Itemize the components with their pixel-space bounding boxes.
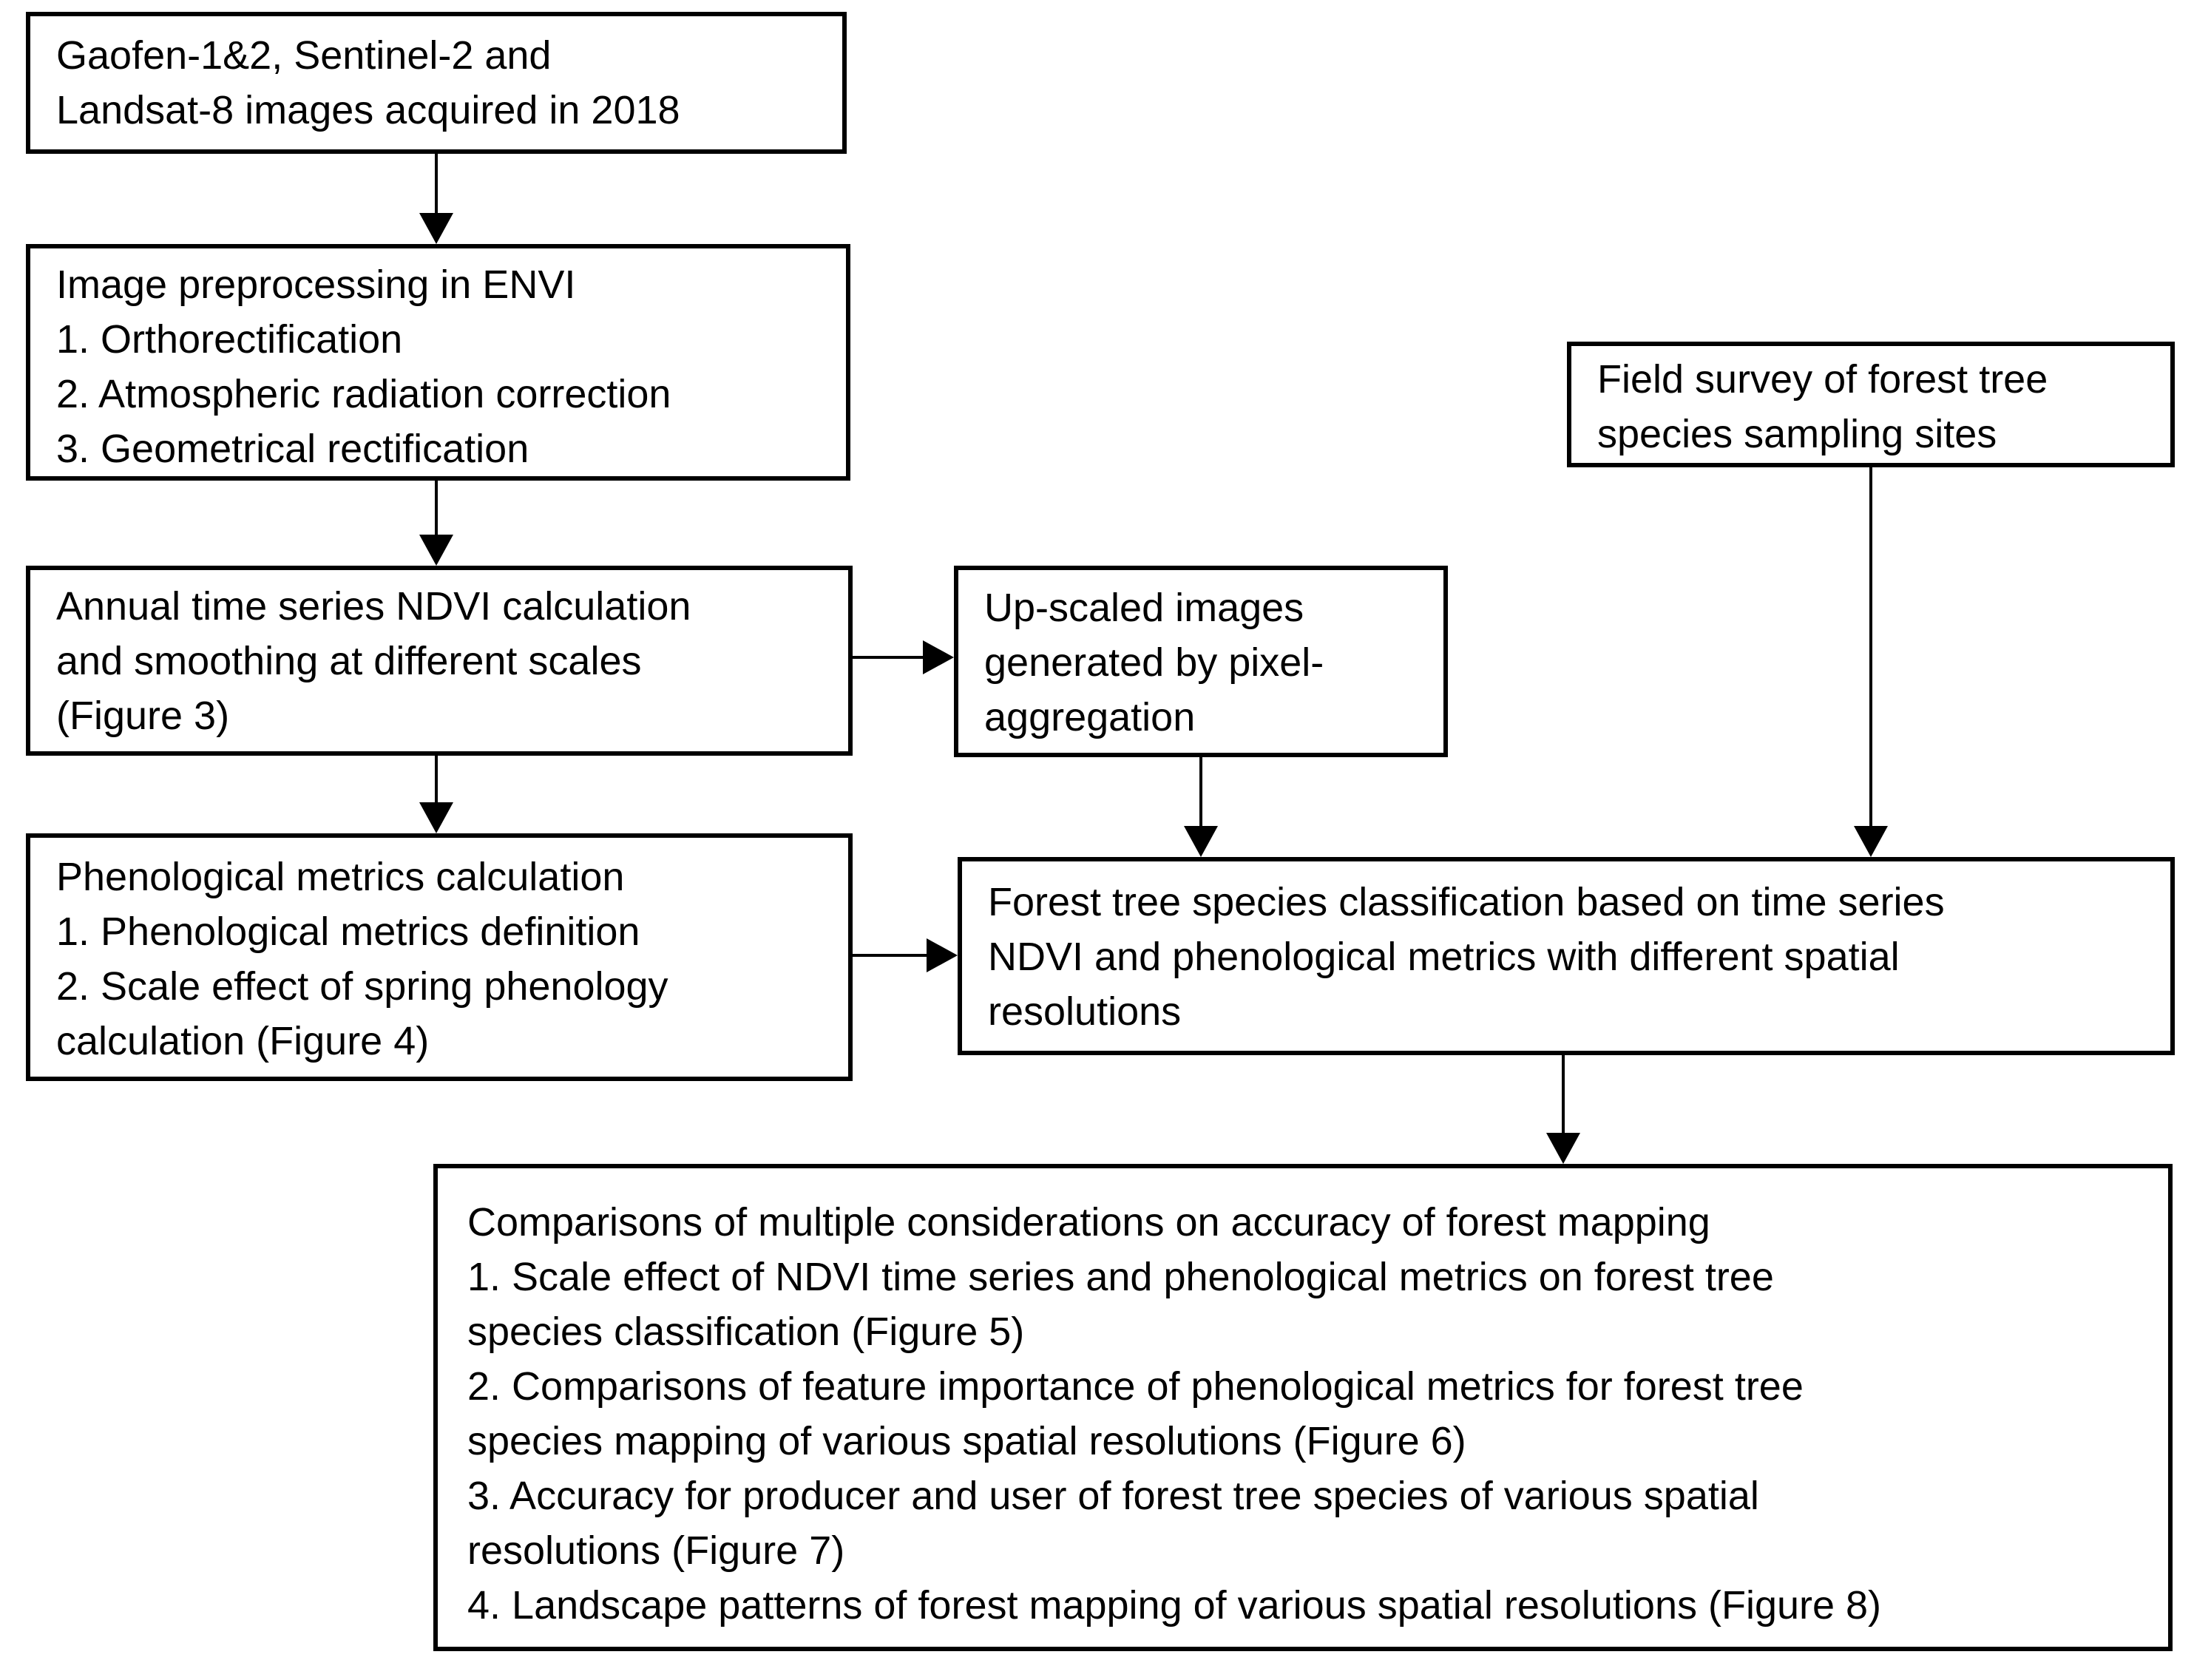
box-text-line: 3. Accuracy for producer and user of for…: [467, 1474, 1759, 1518]
arrow-classification-to-comparisons: [1562, 1055, 1565, 1133]
box-text-line: Up-scaled images: [984, 586, 1304, 630]
box-image-acquisition: Gaofen-1&2, Sentinel-2 and Landsat-8 ima…: [26, 12, 847, 154]
box-text-line: calculation (Figure 4): [56, 1019, 430, 1063]
box-text-line: Annual time series NDVI calculation: [56, 584, 691, 629]
box-text-line: 1. Phenological metrics definition: [56, 910, 640, 954]
box-text-line: 1. Orthorectification: [56, 317, 403, 362]
arrow-acquisition-to-preprocessing: [435, 154, 438, 213]
box-text-line: 2. Scale effect of spring phenology: [56, 964, 668, 1009]
box-text-line: species classification (Figure 5): [467, 1310, 1025, 1354]
box-text-line: 2. Comparisons of feature importance of …: [467, 1364, 1804, 1409]
box-text-line: and smoothing at different scales: [56, 639, 642, 683]
box-image-preprocessing: Image preprocessing in ENVI 1. Orthorect…: [26, 244, 850, 481]
box-text-line: 2. Atmospheric radiation correction: [56, 372, 671, 416]
box-text-line: resolutions (Figure 7): [467, 1528, 845, 1573]
box-text-line: Gaofen-1&2, Sentinel-2 and: [56, 33, 552, 78]
box-field-survey: Field survey of forest tree species samp…: [1567, 342, 2175, 467]
box-comparisons: Comparisons of multiple considerations o…: [433, 1164, 2173, 1651]
box-text-line: Forest tree species classification based…: [988, 880, 1945, 924]
box-text-line: species mapping of various spatial resol…: [467, 1419, 1466, 1463]
box-text-line: NDVI and phenological metrics with diffe…: [988, 935, 1900, 979]
box-text-line: generated by pixel-: [984, 640, 1324, 685]
box-phenological-metrics: Phenological metrics calculation 1. Phen…: [26, 833, 853, 1081]
box-text-line: 4. Landscape patterns of forest mapping …: [467, 1583, 1882, 1628]
box-text-line: Phenological metrics calculation: [56, 855, 625, 899]
box-text-line: aggregation: [984, 695, 1196, 739]
box-text-line: (Figure 3): [56, 694, 230, 738]
box-classification: Forest tree species classification based…: [958, 857, 2175, 1055]
box-text-line: Field survey of forest tree: [1597, 357, 2048, 402]
arrow-ndvi-to-upscaled: [850, 656, 923, 659]
arrow-phenology-to-classification: [853, 954, 927, 957]
arrow-upscaled-to-classification: [1199, 757, 1202, 826]
box-text-line: resolutions: [988, 989, 1182, 1034]
box-text-line: Comparisons of multiple considerations o…: [467, 1200, 1710, 1244]
box-text-line: 3. Geometrical rectification: [56, 427, 529, 471]
box-upscaled-images: Up-scaled images generated by pixel- agg…: [954, 566, 1448, 757]
box-ndvi-calculation: Annual time series NDVI calculation and …: [26, 566, 853, 756]
box-text-line: 1. Scale effect of NDVI time series and …: [467, 1255, 1774, 1299]
box-text-line: Image preprocessing in ENVI: [56, 262, 576, 307]
arrow-ndvi-to-phenology: [435, 756, 438, 802]
box-text-line: species sampling sites: [1597, 412, 1997, 456]
arrow-preprocessing-to-ndvi: [435, 481, 438, 535]
arrow-fieldsurvey-to-classification: [1869, 467, 1872, 826]
box-text-line: Landsat-8 images acquired in 2018: [56, 88, 680, 132]
